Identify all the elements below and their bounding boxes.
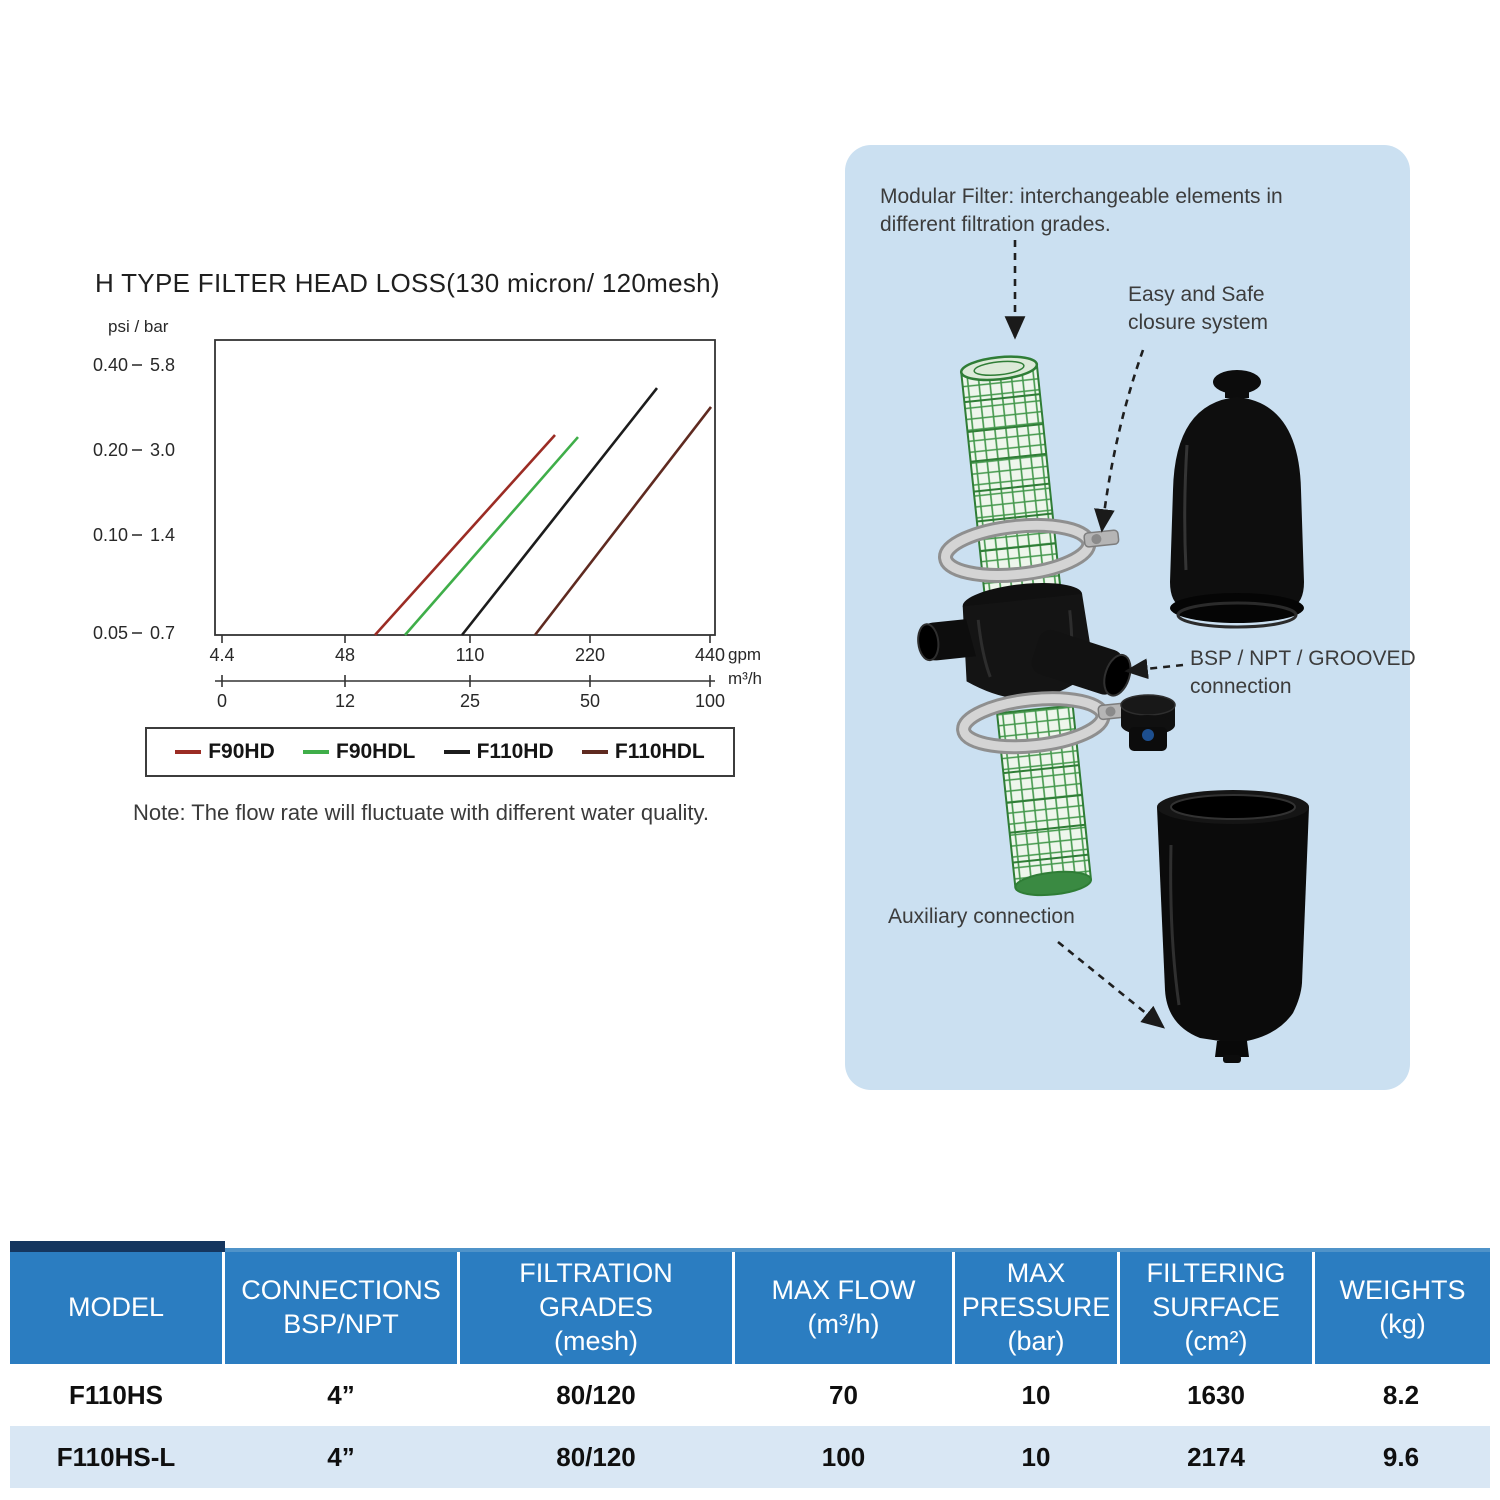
legend-swatch-f110hd bbox=[443, 750, 470, 754]
svg-text:4.4: 4.4 bbox=[209, 645, 234, 665]
svg-text:0.10: 0.10 bbox=[93, 525, 128, 545]
filter-exploded-illustration bbox=[917, 240, 1309, 1063]
svg-text:25: 25 bbox=[460, 691, 480, 711]
annotation-arrows bbox=[1004, 240, 1184, 1029]
arrow-connection bbox=[1124, 658, 1184, 680]
cell-filtering-surface: 2174 bbox=[1187, 1441, 1245, 1472]
x-axis-gpm: 4.4 48 110 220 440 gpm bbox=[209, 635, 761, 665]
auxiliary-cup bbox=[1157, 790, 1309, 1063]
table-row-f110hs-l: F110HS-L 4” 80/120 100 10 2174 9.6 bbox=[10, 1426, 1490, 1488]
svg-text:0.05: 0.05 bbox=[93, 623, 128, 643]
filter-head bbox=[917, 583, 1132, 700]
series-line-f110hd bbox=[460, 387, 659, 636]
cell-max-flow: 70 bbox=[829, 1379, 858, 1410]
cell-filtering-surface: 1630 bbox=[1187, 1379, 1245, 1410]
legend-label-f110hdl: F110HDL bbox=[614, 740, 705, 763]
legend-label-f90hd: F90HD bbox=[208, 740, 275, 763]
header-filtration-grades: FILTRATION GRADES (mesh) bbox=[460, 1252, 735, 1364]
legend-item-f90hdl: F90HDL bbox=[303, 740, 415, 764]
svg-text:48: 48 bbox=[335, 645, 355, 665]
mesh-element-upper bbox=[959, 355, 1064, 613]
label-modular-filter: Modular Filter: interchangeable elements… bbox=[880, 185, 1283, 237]
grooved-connector bbox=[1120, 694, 1176, 751]
label-closure-system: Easy and Safe closure system bbox=[1128, 283, 1269, 335]
label-auxiliary-connection: Auxiliary connection bbox=[888, 905, 1075, 928]
arrow-auxiliary bbox=[1057, 940, 1166, 1029]
series-line-f90hd bbox=[374, 434, 556, 636]
label-connection: BSP / NPT / GROOVED connection bbox=[1190, 647, 1416, 699]
legend-swatch-f110hdl bbox=[581, 750, 608, 754]
svg-text:220: 220 bbox=[575, 645, 605, 665]
cell-model: F110HS bbox=[69, 1379, 163, 1410]
chart-note: Note: The flow rate will fluctuate with … bbox=[133, 800, 709, 825]
cell-connections: 4” bbox=[327, 1441, 355, 1472]
header-connections: CONNECTIONS BSP/NPT bbox=[225, 1252, 460, 1364]
filter-assembly bbox=[917, 355, 1134, 897]
svg-text:100: 100 bbox=[695, 691, 725, 711]
svg-text:0.7: 0.7 bbox=[150, 623, 175, 643]
svg-text:5.8: 5.8 bbox=[150, 355, 175, 375]
chart-series-lines bbox=[374, 387, 713, 636]
svg-text:440: 440 bbox=[695, 645, 725, 665]
clamp-upper bbox=[938, 517, 1120, 583]
svg-text:0: 0 bbox=[217, 691, 227, 711]
cell-connections: 4” bbox=[327, 1379, 355, 1410]
header-max-pressure: MAX PRESSURE (bar) bbox=[955, 1252, 1120, 1364]
x-axis-m3h: 0 12 25 50 100 m³/h bbox=[215, 669, 762, 711]
legend-label-f90hdl: F90HDL bbox=[336, 740, 416, 763]
y-tick-labels: 0.40 5.8 0.20 3.0 0.10 1.4 0.05 0.7 bbox=[93, 355, 175, 643]
cell-weights: 8.2 bbox=[1382, 1379, 1420, 1410]
cell-max-pressure: 10 bbox=[1021, 1441, 1051, 1472]
svg-text:1.4: 1.4 bbox=[150, 525, 175, 545]
head-loss-chart: psi / bar 0.40 5.8 0.20 3.0 0.10 1.4 0.0… bbox=[93, 317, 762, 711]
cell-filtration-grades: 80/120 bbox=[556, 1441, 636, 1472]
svg-text:3.0: 3.0 bbox=[150, 440, 175, 460]
spec-table-header: MODEL CONNECTIONS BSP/NPT FILTRATION GRA… bbox=[10, 1252, 1490, 1364]
header-filtering-surface: FILTERING SURFACE (cm²) bbox=[1120, 1252, 1315, 1364]
product-panel bbox=[845, 145, 1410, 1090]
header-model: MODEL bbox=[10, 1252, 225, 1364]
series-line-f90hdl bbox=[404, 436, 579, 636]
legend-item-f110hd: F110HD bbox=[443, 740, 554, 764]
closure-cover bbox=[1170, 370, 1304, 629]
cell-filtration-grades: 80/120 bbox=[556, 1379, 636, 1410]
m3h-unit: m³/h bbox=[728, 669, 762, 688]
series-line-f110hdl bbox=[533, 406, 713, 636]
header-max-flow: MAX FLOW (m³/h) bbox=[735, 1252, 955, 1364]
svg-text:0.20: 0.20 bbox=[93, 440, 128, 460]
table-row-f110hs: F110HS 4” 80/120 70 10 1630 8.2 bbox=[10, 1364, 1490, 1426]
gpm-unit: gpm bbox=[728, 645, 761, 664]
chart-legend: F90HD F90HDL F110HD F110HDL bbox=[145, 727, 735, 777]
cell-weights: 9.6 bbox=[1382, 1441, 1420, 1472]
cell-max-flow: 100 bbox=[821, 1441, 866, 1472]
svg-text:12: 12 bbox=[335, 691, 355, 711]
header-weights: WEIGHTS (kg) bbox=[1339, 1275, 1466, 1339]
arrow-closure-system bbox=[1094, 349, 1145, 533]
clamp-lower bbox=[956, 691, 1134, 755]
cell-max-pressure: 10 bbox=[1021, 1379, 1051, 1410]
legend-label-f110hd: F110HD bbox=[476, 740, 554, 763]
svg-text:110: 110 bbox=[456, 645, 485, 665]
legend-swatch-f90hdl bbox=[303, 750, 329, 754]
svg-text:0.40: 0.40 bbox=[93, 355, 128, 375]
chart-plot-box bbox=[214, 339, 716, 636]
legend-item-f110hdl: F110HDL bbox=[581, 740, 705, 764]
cell-model: F110HS-L bbox=[56, 1441, 176, 1472]
table-accent-bar-navy bbox=[10, 1241, 225, 1252]
y-axis-unit: psi / bar bbox=[108, 317, 169, 336]
table-accent-bar-blue bbox=[225, 1248, 1490, 1252]
chart-title: H TYPE FILTER HEAD LOSS(130 micron/ 120m… bbox=[95, 268, 720, 298]
legend-swatch-f90hd bbox=[175, 750, 202, 754]
legend-item-f90hd: F90HD bbox=[175, 740, 275, 764]
svg-text:50: 50 bbox=[580, 691, 600, 711]
